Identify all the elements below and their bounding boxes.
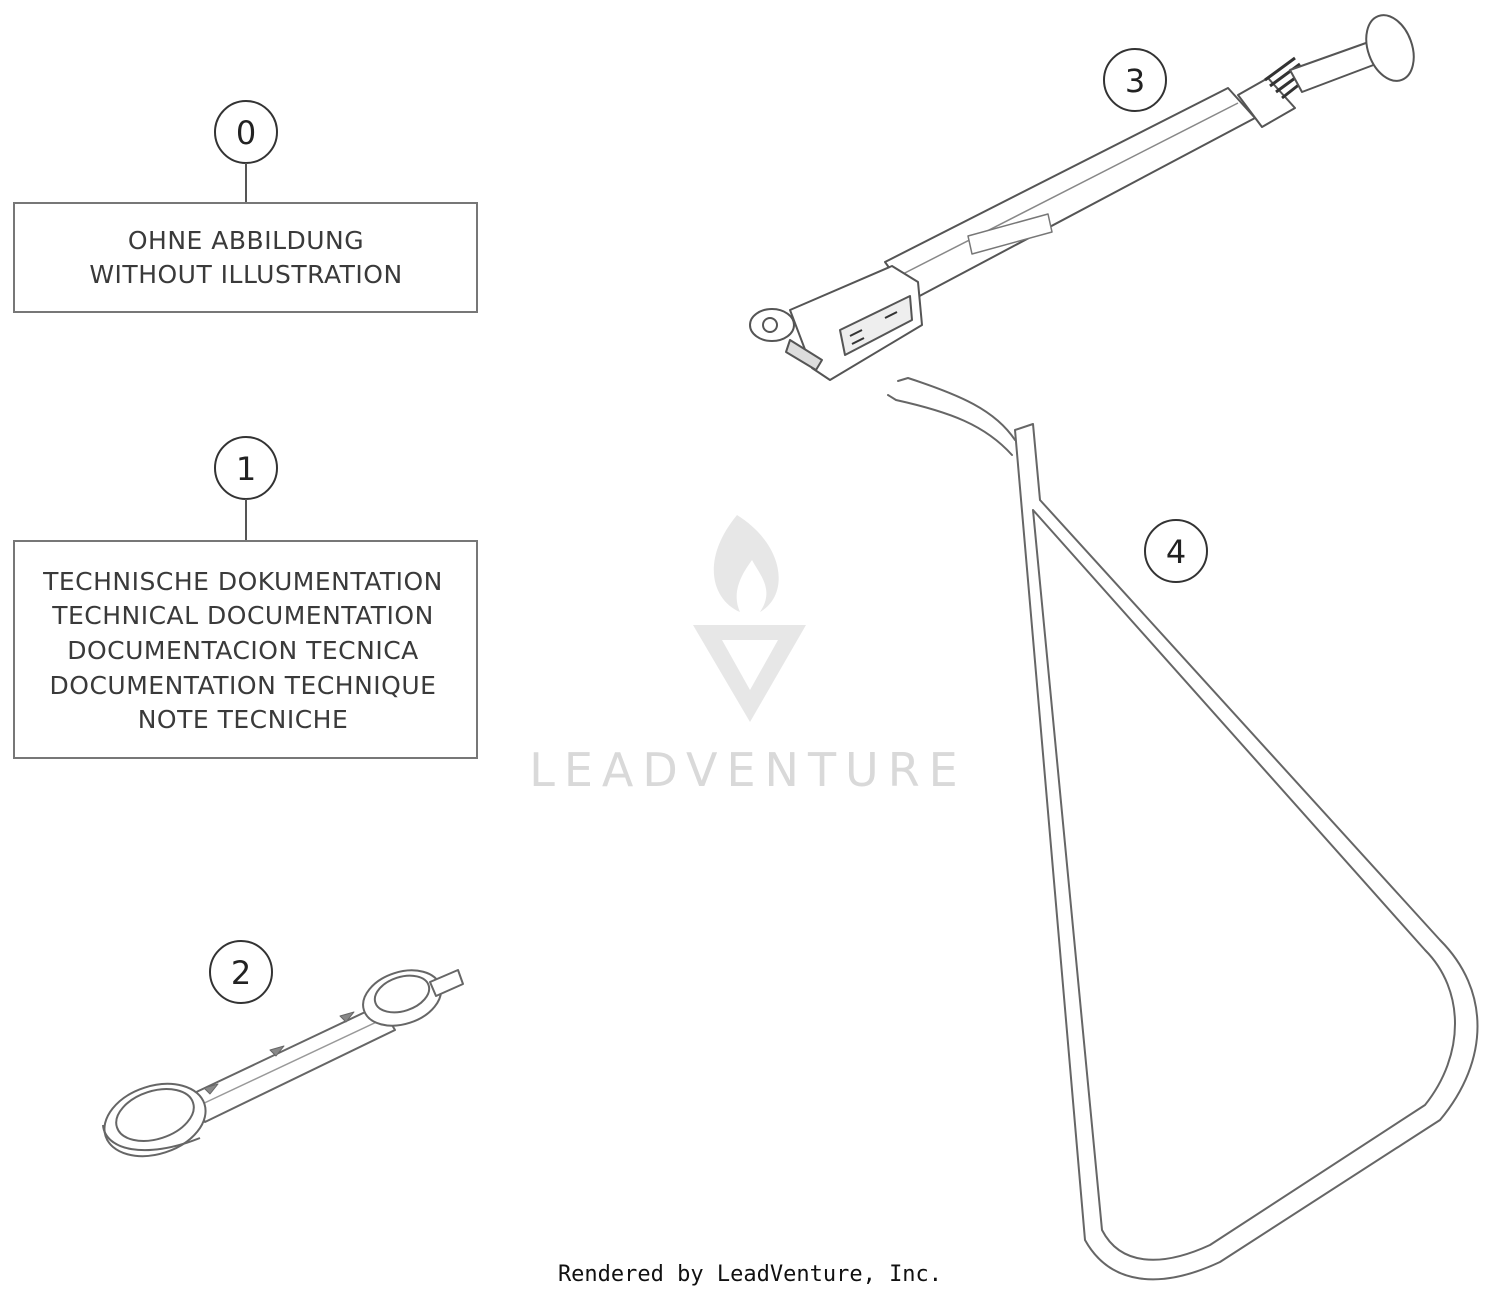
note-box-1-line-5: NOTE TECNICHE — [138, 705, 349, 734]
note-box-0: OHNE ABBILDUNG WITHOUT ILLUSTRATION — [13, 202, 478, 313]
side-stand-icon[interactable] — [887, 377, 1479, 1281]
note-box-1-line-2: TECHNICAL DOCUMENTATION — [51, 601, 434, 630]
watermark-text: LEADVENTURE — [529, 743, 967, 797]
note-box-1-line-1: TECHNISCHE DOKUMENTATION — [42, 567, 443, 596]
note-box-1: TECHNISCHE DOKUMENTATION TECHNICAL DOCUM… — [13, 540, 478, 759]
callout-3[interactable]: 3 — [1103, 48, 1167, 112]
tire-pump-icon[interactable] — [749, 9, 1422, 381]
callout-3-label: 3 — [1125, 62, 1145, 100]
flame-logo-icon — [693, 515, 806, 722]
footer-credit: Rendered by LeadVenture, Inc. — [557, 1262, 943, 1287]
callout-0[interactable]: 0 — [214, 100, 278, 164]
callout-4[interactable]: 4 — [1144, 519, 1208, 583]
watermark: LEADVENTURE — [529, 515, 967, 797]
callout-1-label: 1 — [236, 450, 256, 488]
callout-2[interactable]: 2 — [209, 940, 273, 1004]
callout-0-label: 0 — [236, 114, 256, 152]
callout-1[interactable]: 1 — [214, 436, 278, 500]
note-box-1-line-3: DOCUMENTACION TECNICA — [67, 636, 419, 665]
wrench-icon[interactable] — [95, 961, 464, 1168]
note-box-1-line-4: DOCUMENTATION TECHNIQUE — [50, 671, 437, 700]
note-box-0-line-1: OHNE ABBILDUNG — [128, 226, 364, 255]
note-box-0-line-2: WITHOUT ILLUSTRATION — [89, 260, 402, 289]
callout-4-label: 4 — [1166, 533, 1186, 571]
callout-2-label: 2 — [231, 954, 251, 992]
